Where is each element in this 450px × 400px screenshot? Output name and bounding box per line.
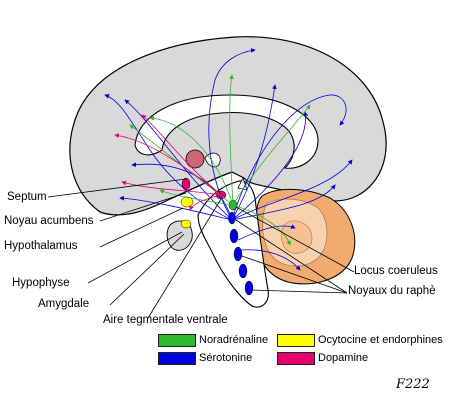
legend-label-dopamine: Dopamine (318, 352, 369, 364)
corpus-callosum (134, 94, 319, 169)
label-amygdale: Amygdale (38, 298, 90, 310)
label-noyau-acumbens: Noyau acumbens (4, 215, 94, 227)
label-aire-tegmentale: Aire tegmentale ventrale (103, 314, 228, 326)
label-hypophyse: Hypophyse (12, 277, 70, 289)
label-septum: Septum (7, 191, 47, 203)
label-locus-coeruleus: Locus coeruleus (354, 265, 438, 277)
hypothalamus-nucleus-2 (180, 219, 192, 229)
legend-label-ocytocin: Ocytocine et endorphines (318, 334, 443, 346)
noradrenaline-pathways (129, 74, 311, 246)
dopamine-pathways (114, 114, 222, 211)
legend-label-serotonin: Sérotonine (199, 352, 253, 364)
hypothalamus-nucleus (180, 196, 194, 208)
brainstem (197, 180, 269, 308)
label-hypothalamus: Hypothalamus (4, 240, 78, 252)
legend-swatch-noradrenaline (158, 334, 196, 347)
legend-swatch-dopamine (277, 352, 315, 365)
signature: F222 (396, 377, 430, 392)
legend-swatch-ocytocin (277, 334, 315, 347)
legend-label-noradrenaline: Noradrénaline (199, 334, 269, 346)
leader-lines (47, 178, 355, 319)
cerebrum (69, 36, 387, 216)
legend-swatch-serotonin (158, 352, 196, 365)
label-noyaux-raphe: Noyaux du raphè (348, 285, 436, 297)
thalamus-nucleus (185, 149, 205, 169)
